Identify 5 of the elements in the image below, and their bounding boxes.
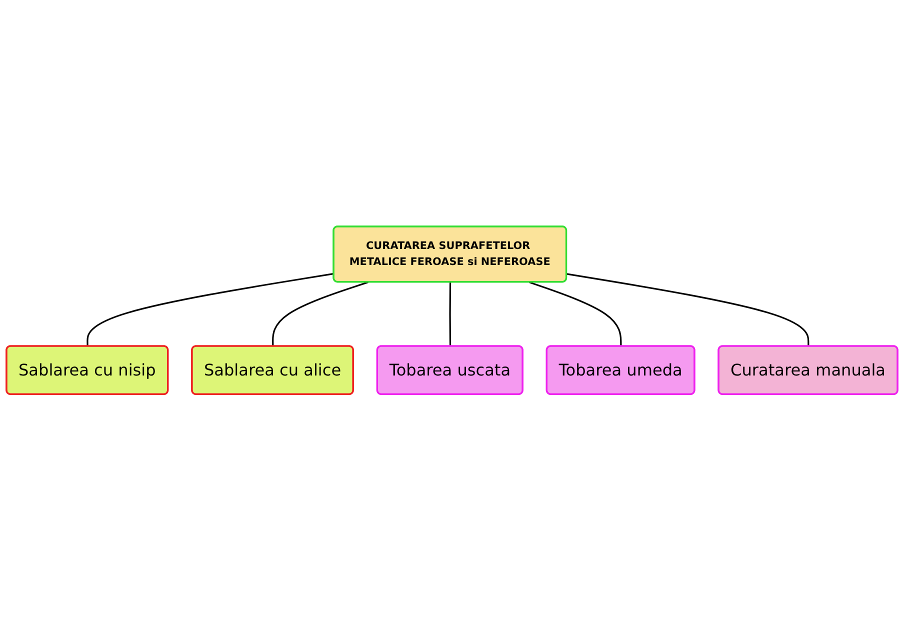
connector	[86, 273, 334, 347]
connector	[566, 273, 810, 347]
connector	[449, 282, 452, 347]
connector	[272, 282, 368, 347]
connector	[529, 282, 622, 347]
